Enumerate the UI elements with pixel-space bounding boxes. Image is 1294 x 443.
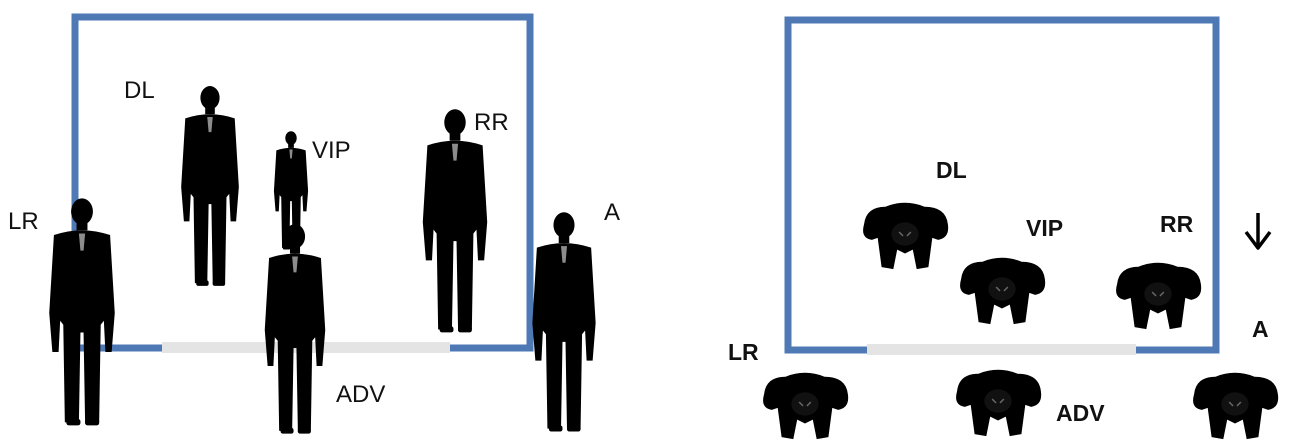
right-label-a: A — [1252, 316, 1269, 342]
right-room-doorway — [867, 344, 1136, 355]
right-room-wall — [784, 16, 1220, 354]
right-label-adv: ADV — [1056, 400, 1105, 426]
arrow-down-icon — [1244, 213, 1272, 250]
left-label-adv: ADV — [336, 381, 385, 408]
dl-figure — [181, 86, 239, 286]
right-labels: DL VIP RR LR A ADV — [728, 157, 1269, 426]
left-label-dl: DL — [124, 77, 155, 104]
right-label-lr: LR — [728, 339, 759, 365]
left-labels: DL VIP RR LR A ADV — [8, 77, 620, 408]
lr-figure — [49, 198, 115, 426]
a-overhead-figure — [1192, 372, 1279, 440]
right-label-rr: RR — [1160, 211, 1194, 237]
adv-overhead-figure — [955, 369, 1042, 437]
lr-overhead-figure — [762, 372, 849, 440]
right-room — [784, 16, 1220, 355]
left-label-rr: RR — [474, 109, 509, 136]
vip-overhead-figure — [959, 257, 1046, 325]
adv-figure — [264, 224, 326, 434]
right-label-vip: VIP — [1026, 215, 1063, 241]
rr-overhead-figure — [1115, 262, 1202, 330]
left-label-lr: LR — [8, 208, 39, 235]
left-room-wall — [71, 13, 534, 352]
right-figures — [762, 202, 1279, 440]
left-label-vip: VIP — [312, 137, 351, 164]
dl-overhead-figure — [862, 202, 949, 270]
rr-figure — [422, 109, 488, 333]
right-label-dl: DL — [936, 157, 967, 183]
a-figure — [532, 212, 596, 432]
left-label-a: A — [604, 199, 620, 226]
